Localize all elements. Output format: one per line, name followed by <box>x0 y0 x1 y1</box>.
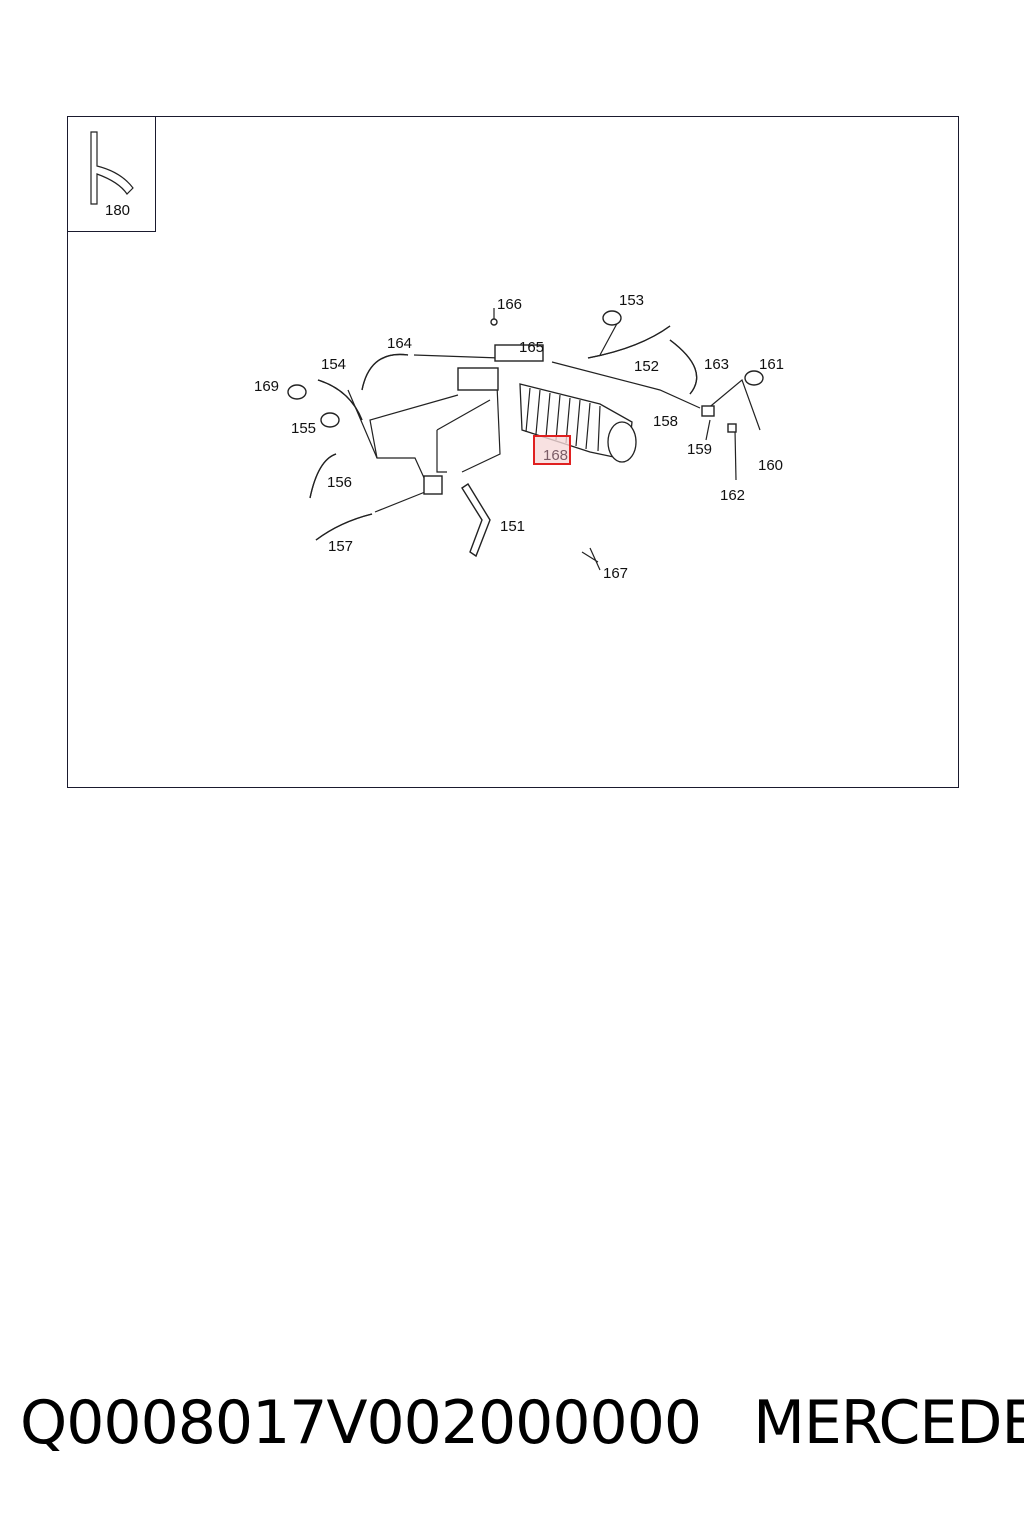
sensor-block <box>457 367 499 391</box>
diagram-frame <box>67 116 959 788</box>
screw-166 <box>490 308 498 326</box>
callout-158[interactable]: 158 <box>653 413 678 430</box>
parts-diagram: 151 152 153 154 155 156 157 158 159 160 … <box>254 292 784 582</box>
callout-160[interactable]: 160 <box>758 457 783 474</box>
callout-152[interactable]: 152 <box>634 358 659 375</box>
fitting-160 <box>727 423 737 433</box>
thumbnail-label: 180 <box>105 202 130 219</box>
valve-165 <box>494 344 544 362</box>
callout-167[interactable]: 167 <box>603 565 628 582</box>
callout-162[interactable]: 162 <box>720 487 745 504</box>
valve-156 <box>423 475 443 495</box>
callout-163[interactable]: 163 <box>704 356 729 373</box>
callout-165[interactable]: 165 <box>519 339 544 356</box>
clamp-161 <box>744 370 764 386</box>
callout-168: 168 <box>543 447 568 464</box>
callout-157[interactable]: 157 <box>328 538 353 555</box>
part-code: Q0008017V002000000 <box>20 1388 702 1458</box>
callout-155[interactable]: 155 <box>291 420 316 437</box>
thumbnail-box[interactable]: 180 <box>67 116 156 232</box>
brand-name: MERCEDES <box>753 1388 1024 1458</box>
clamp-155 <box>320 412 340 428</box>
clamp-169 <box>287 384 307 400</box>
connector-159 <box>701 405 715 417</box>
callout-164[interactable]: 164 <box>387 335 412 352</box>
clamp-153 <box>602 310 622 326</box>
callout-156[interactable]: 156 <box>327 474 352 491</box>
callout-169[interactable]: 169 <box>254 378 279 395</box>
pin-167 <box>581 547 601 571</box>
corrugated-hose <box>519 383 637 463</box>
callout-153[interactable]: 153 <box>619 292 644 309</box>
callout-151[interactable]: 151 <box>500 518 525 535</box>
bracket-151 <box>461 483 491 558</box>
callout-168-highlight[interactable]: 168 <box>533 435 571 465</box>
hose-bend-icon: 180 <box>90 131 134 219</box>
callout-166[interactable]: 166 <box>497 296 522 313</box>
callout-154[interactable]: 154 <box>321 356 346 373</box>
callout-161[interactable]: 161 <box>759 356 784 373</box>
footer-caption: Q0008017V002000000 MERCEDES <box>20 1388 1024 1468</box>
callout-159[interactable]: 159 <box>687 441 712 458</box>
